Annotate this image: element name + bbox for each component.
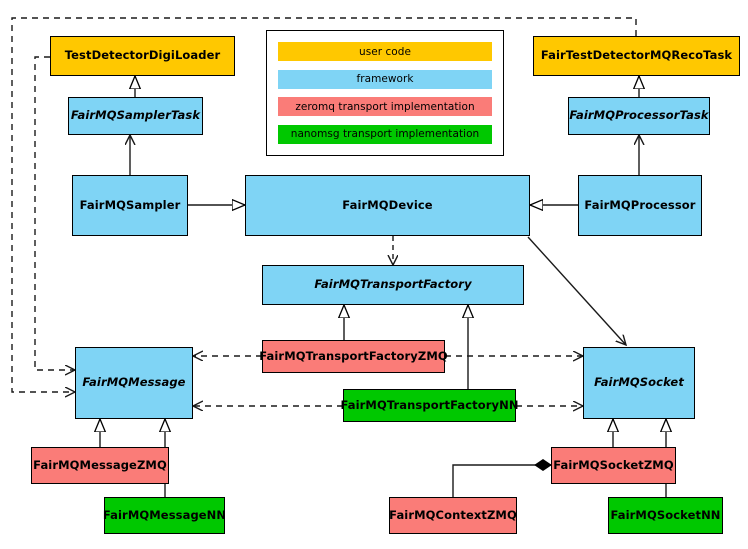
class-node-fairmqtransportfactory[interactable]: FairMQTransportFactory [262, 265, 524, 305]
legend-item-nanomsg: nanomsg transport implementation [278, 124, 492, 144]
class-node-fairmqtransportfactorynn[interactable]: FairMQTransportFactoryNN [340, 389, 519, 422]
class-node-fairmqsampler[interactable]: FairMQSampler [72, 175, 188, 236]
class-label: FairMQTransportFactoryZMQ [259, 348, 448, 363]
class-node-fairmqsocket[interactable]: FairMQSocket [583, 347, 695, 419]
legend-label: user code [358, 45, 411, 58]
class-node-fairmqdevice[interactable]: FairMQDevice [245, 175, 530, 236]
class-label: FairMQMessageZMQ [33, 457, 167, 472]
legend-label: nanomsg transport implementation [290, 128, 480, 141]
legend-label: zeromq transport implementation [295, 100, 475, 113]
class-node-fairmqsamplertask[interactable]: FairMQSamplerTask [68, 97, 203, 135]
edge-device-to-socket [527, 236, 626, 345]
class-label: FairMQMessageNN [102, 507, 227, 522]
class-label: FairMQTransportFactoryNN [340, 397, 519, 412]
class-node-fairmqprocessortask[interactable]: FairMQProcessorTask [568, 97, 710, 135]
class-label: FairTestDetectorMQRecoTask [540, 48, 733, 63]
class-label: FairMQSocket [594, 375, 684, 390]
class-label: FairMQSamplerTask [70, 108, 201, 123]
class-label: FairMQMessage [82, 375, 186, 390]
class-node-fairmqtransportfactoryzmq[interactable]: FairMQTransportFactoryZMQ [259, 340, 448, 373]
class-label: FairMQSocketNN [610, 507, 721, 522]
class-node-fairmqmessage[interactable]: FairMQMessage [75, 347, 193, 419]
class-label: FairMQProcessorTask [569, 108, 709, 123]
class-node-fairmqmessagenn[interactable]: FairMQMessageNN [102, 497, 227, 534]
legend-item-zeromq: zeromq transport implementation [278, 97, 492, 117]
class-node-testdetectordigiloader[interactable]: TestDetectorDigiLoader [50, 36, 235, 76]
legend-item-user-code: user code [278, 42, 492, 62]
class-label: FairMQContextZMQ [389, 507, 517, 522]
class-label: FairMQTransportFactory [314, 277, 472, 292]
category-legend: user code framework zeromq transport imp… [266, 30, 504, 156]
class-label: FairMQDevice [342, 197, 433, 212]
class-node-fairmqsocketzmq[interactable]: FairMQSocketZMQ [551, 447, 676, 484]
class-node-fairmqsocketnn[interactable]: FairMQSocketNN [608, 497, 723, 534]
class-label: FairMQProcessor [584, 197, 696, 212]
class-node-fairmqmessagezmq[interactable]: FairMQMessageZMQ [31, 447, 169, 484]
class-node-fairmqprocessor[interactable]: FairMQProcessor [578, 175, 702, 236]
class-label: FairMQSocketZMQ [553, 457, 674, 472]
legend-item-framework: framework [278, 69, 492, 89]
class-node-fairtestdetectormqrecotask[interactable]: FairTestDetectorMQRecoTask [533, 36, 740, 76]
class-node-fairmqcontextzmq[interactable]: FairMQContextZMQ [389, 497, 517, 534]
class-label: TestDetectorDigiLoader [64, 48, 221, 63]
class-label: FairMQSampler [79, 197, 181, 212]
edge-socketzmq-composition-contextzmq [452, 458, 552, 497]
legend-label: framework [356, 73, 414, 86]
